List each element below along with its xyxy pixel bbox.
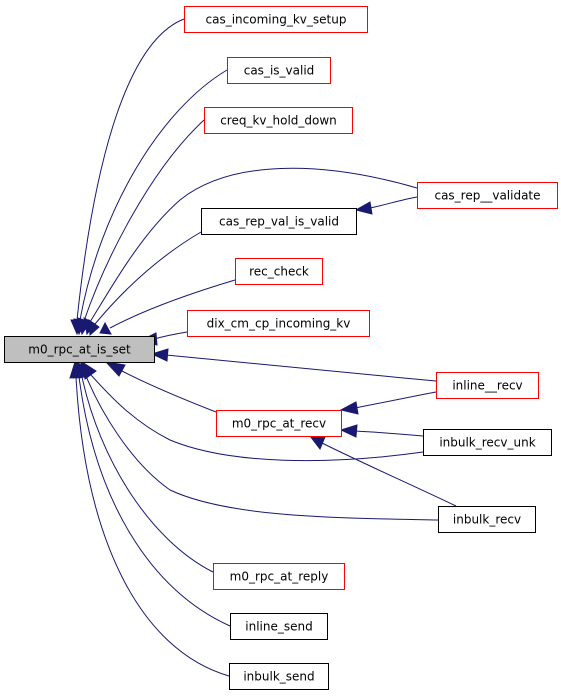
node-cas_rep__validate[interactable]: cas_rep__validate (417, 182, 558, 209)
edge-line (369, 196, 418, 209)
node-box[interactable] (230, 613, 328, 640)
node-cas_is_valid[interactable]: cas_is_valid (227, 57, 331, 84)
arrowhead (88, 318, 100, 337)
node-inbulk_recv[interactable]: inbulk_recv (438, 506, 536, 533)
node-label: cas_incoming_kv_setup (206, 13, 347, 27)
arrowhead (69, 360, 83, 379)
edge-cas_incoming_kv_setup-to-m0_rpc_at_is_set (70, 18, 185, 336)
edge-rec_check-to-m0_rpc_at_is_set (99, 279, 236, 335)
node-inbulk_send[interactable]: inbulk_send (229, 663, 329, 690)
edge-line (75, 376, 230, 677)
node-box[interactable] (423, 429, 552, 456)
edge-line (85, 375, 439, 521)
edge-line (81, 376, 214, 573)
node-inbulk_recv_unk[interactable]: inbulk_recv_unk (423, 429, 552, 456)
arrowhead (354, 201, 373, 215)
node-box[interactable] (201, 208, 357, 235)
edge-cas_rep_val_is_valid-to-m0_rpc_at_is_set (88, 231, 202, 337)
node-rec_check[interactable]: rec_check (235, 258, 323, 285)
edge-line (89, 167, 418, 323)
edge-line (109, 279, 236, 329)
edge-line (165, 354, 437, 382)
edge-creq_kv_hold_down-to-m0_rpc_at_is_set (77, 119, 205, 336)
node-box[interactable] (204, 107, 353, 134)
edge-line (321, 442, 457, 507)
node-label: m0_rpc_at_is_set (28, 343, 131, 357)
node-label: cas_rep_val_is_valid (219, 215, 339, 229)
node-box[interactable] (438, 506, 536, 533)
node-box[interactable] (229, 663, 329, 690)
arrowhead (99, 321, 112, 335)
edge-m0_rpc_at_reply-to-m0_rpc_at_is_set (75, 360, 214, 573)
edge-line (76, 18, 185, 321)
node-inline__recv[interactable]: inline__recv (436, 372, 539, 399)
node-m0_rpc_at_recv[interactable]: m0_rpc_at_recv (216, 410, 342, 437)
node-label: inbulk_recv (453, 513, 521, 527)
node-box[interactable] (4, 336, 155, 363)
node-box[interactable] (216, 410, 342, 437)
node-label: cas_is_valid (244, 64, 315, 78)
arrowhead (308, 435, 326, 450)
edge-line (119, 369, 217, 413)
node-box[interactable] (235, 258, 323, 285)
node-label: inbulk_recv_unk (439, 436, 535, 450)
node-label: inbulk_send (243, 670, 314, 684)
edge-inbulk_send-to-m0_rpc_at_is_set (69, 360, 230, 677)
arrowhead (150, 348, 169, 362)
node-label: dix_cm_cp_incoming_kv (207, 317, 351, 331)
edge-cas_rep__validate-to-m0_rpc_at_is_set (83, 167, 418, 336)
node-box[interactable] (184, 6, 368, 33)
edge-line (78, 376, 231, 627)
node-m0_rpc_at_is_set[interactable]: m0_rpc_at_is_set (4, 336, 155, 363)
node-label: inline_send (245, 620, 312, 634)
node-box[interactable] (436, 372, 539, 399)
edge-line (79, 69, 228, 321)
node-cas_incoming_kv_setup[interactable]: cas_incoming_kv_setup (184, 6, 368, 33)
edge-line (354, 391, 437, 409)
edge-inline__recv-to-m0_rpc_at_is_set (150, 348, 437, 382)
node-creq_kv_hold_down[interactable]: creq_kv_hold_down (204, 107, 353, 134)
node-label: creq_kv_hold_down (220, 114, 337, 128)
node-m0_rpc_at_reply[interactable]: m0_rpc_at_reply (213, 563, 345, 590)
node-box[interactable] (417, 182, 558, 209)
node-cas_rep_val_is_valid[interactable]: cas_rep_val_is_valid (201, 208, 357, 235)
node-box[interactable] (227, 57, 331, 84)
edge-cas_rep__validate-to-cas_rep_val_is_valid (354, 196, 418, 215)
node-box[interactable] (187, 310, 370, 337)
node-label: cas_rep__validate (434, 189, 540, 203)
edge-line (354, 430, 424, 437)
edge-inbulk_recv-to-m0_rpc_at_is_set (79, 360, 439, 521)
node-label: m0_rpc_at_reply (230, 570, 329, 584)
node-label: m0_rpc_at_recv (232, 417, 326, 431)
node-label: inline__recv (452, 379, 522, 393)
node-label: rec_check (249, 265, 309, 279)
edge-inline_send-to-m0_rpc_at_is_set (72, 360, 231, 627)
edge-line (89, 373, 424, 462)
edge-line (94, 231, 202, 325)
edge-line (83, 119, 205, 322)
arrowhead (339, 401, 359, 415)
nodes-layer: m0_rpc_at_is_set cas_incoming_kv_setupcas… (4, 6, 558, 690)
edge-inbulk_recv_unk-to-m0_rpc_at_recv (339, 424, 424, 438)
edge-m0_rpc_at_recv-to-m0_rpc_at_is_set (104, 361, 217, 413)
node-inline_send[interactable]: inline_send (230, 613, 328, 640)
node-dix_cm_cp_incoming_kv[interactable]: dix_cm_cp_incoming_kv (187, 310, 370, 337)
edge-inline__recv-to-m0_rpc_at_recv (339, 391, 437, 415)
arrowhead (339, 424, 358, 438)
arrowhead (104, 361, 126, 377)
edge-line (153, 331, 188, 340)
node-box[interactable] (213, 563, 345, 590)
